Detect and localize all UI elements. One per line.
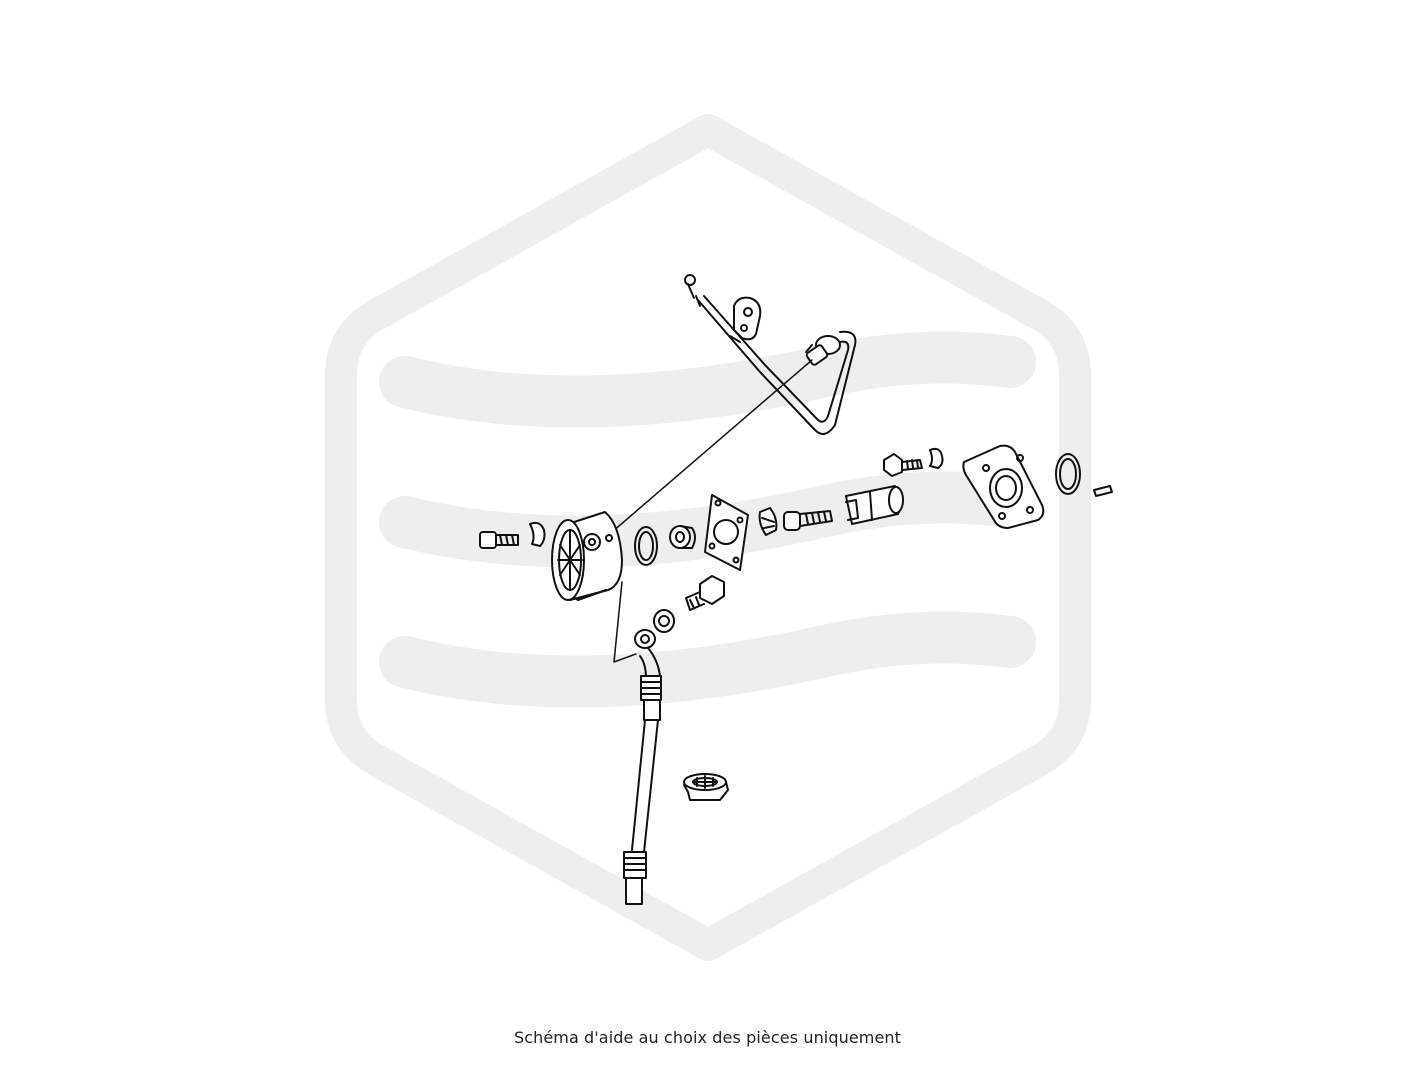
bolt-left-icon [480, 532, 518, 548]
washer-left-icon [530, 523, 545, 546]
lock-nut-icon [684, 774, 728, 800]
bushing-icon [670, 526, 695, 548]
hose-bracket-line [614, 582, 636, 662]
diagram-caption: Schéma d'aide au choix des pièces unique… [513, 1028, 902, 1047]
watermark-hexagon [325, 114, 1091, 961]
oil-hose-icon [624, 630, 661, 904]
banjo-bolt-icon [686, 576, 724, 610]
thin-tube [605, 360, 812, 538]
o-ring-right-icon [1056, 454, 1080, 494]
watermark-wave-bottom [379, 611, 1036, 708]
sealing-washer-icon [654, 610, 674, 632]
washer-top-right-icon [930, 449, 943, 468]
bolt-center-icon [784, 511, 832, 530]
coupling-icon [760, 508, 777, 535]
bolt-top-right-icon [884, 454, 922, 476]
gasket-plate-icon [705, 495, 748, 570]
oil-pump-body-icon [552, 512, 622, 600]
watermark-wave-top [379, 331, 1036, 428]
dowel-pin-icon [1094, 486, 1112, 496]
pipe-bracket-icon [730, 298, 760, 342]
pump-shaft-icon [846, 486, 903, 524]
flange-plate-icon [963, 446, 1043, 528]
o-ring-pump-icon [635, 527, 657, 565]
